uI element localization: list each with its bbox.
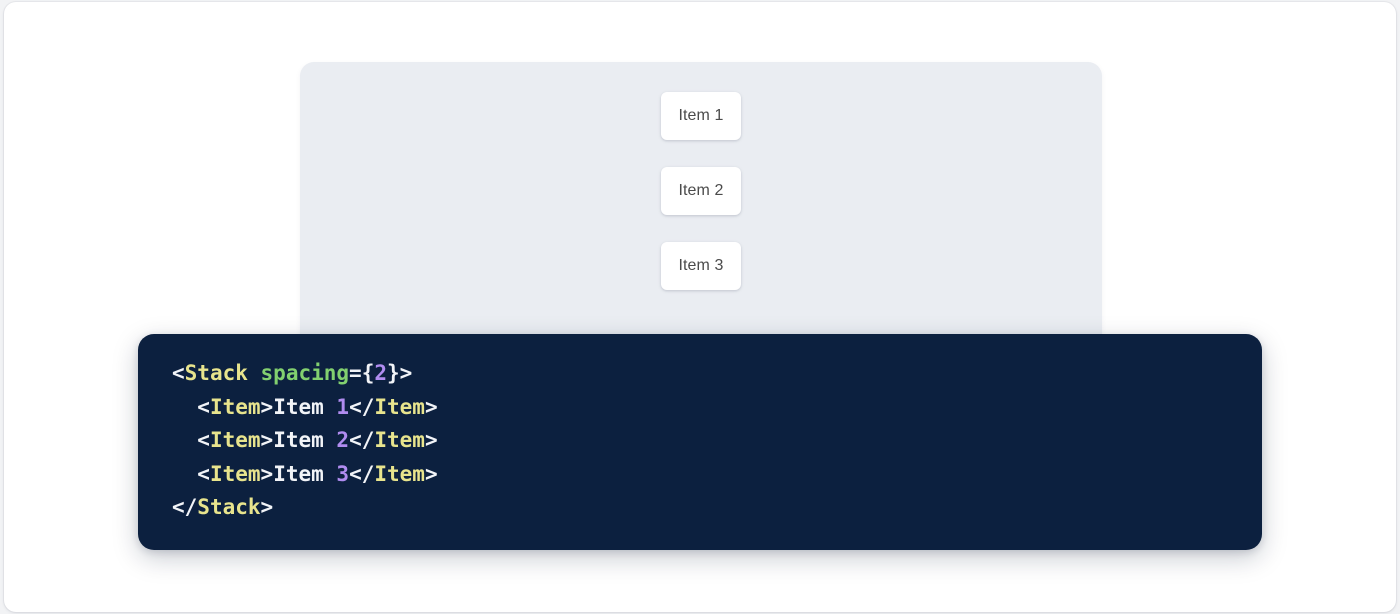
stack-item-card[interactable]: Item 2 — [661, 167, 741, 215]
code-token-punct: > — [424, 394, 438, 419]
code-token-tag: Item — [209, 461, 261, 486]
code-token-text — [248, 361, 261, 385]
code-token-punct: > — [260, 394, 274, 419]
code-token-punct: </ — [349, 428, 375, 453]
stack-item-card[interactable]: Item 1 — [661, 92, 741, 140]
code-token-punct: > — [424, 428, 438, 453]
code-token-attr: spacing — [260, 361, 350, 385]
code-token-punct: < — [197, 428, 210, 453]
code-line: <Item>Item 2</Item> — [172, 424, 438, 458]
stack-container: Item 1 Item 2 Item 3 — [300, 92, 1102, 290]
code-token-text: Item — [273, 461, 337, 486]
code-token-punct: > — [260, 461, 274, 486]
code-snippet-panel: <Stack spacing={2}> <Item>Item 1</Item> … — [138, 334, 1262, 550]
code-token-num: 2 — [336, 428, 350, 453]
code-token-tag: Item — [374, 461, 425, 486]
code-token-tag: Stack — [197, 495, 261, 520]
code-token-text: Item — [273, 394, 337, 419]
code-token-tag: Item — [209, 394, 261, 419]
code-token-num: 2 — [374, 361, 387, 385]
code-token-punct: </ — [349, 461, 375, 486]
code-token-punct: </ — [349, 394, 375, 419]
code-token-punct: < — [197, 394, 210, 419]
code-token-punct: </ — [172, 495, 198, 520]
code-token-tag: Item — [209, 428, 261, 453]
stack-item-card[interactable]: Item 3 — [661, 242, 741, 290]
code-token-tag: Stack — [184, 361, 248, 385]
code-token-punct: < — [197, 461, 210, 486]
code-token-num: 3 — [336, 461, 350, 486]
code-block[interactable]: <Stack spacing={2}> <Item>Item 1</Item> … — [172, 357, 438, 525]
code-token-punct: > — [424, 461, 438, 486]
stack-preview-surface: Item 1 Item 2 Item 3 — [300, 62, 1102, 362]
stack-item-label: Item 2 — [678, 182, 724, 199]
code-token-punct: }> — [387, 361, 413, 385]
code-line: <Item>Item 3</Item> — [172, 458, 438, 492]
code-line: </Stack> — [172, 491, 438, 525]
code-line: <Item>Item 1</Item> — [172, 391, 438, 425]
code-token-num: 1 — [336, 394, 350, 419]
code-line: <Stack spacing={2}> — [172, 357, 438, 391]
code-token-punct: < — [172, 361, 185, 385]
code-token-tag: Item — [374, 428, 425, 453]
stack-item-label: Item 3 — [678, 257, 724, 274]
stack-item-label: Item 1 — [678, 107, 724, 124]
code-token-punct: > — [260, 495, 274, 520]
code-token-punct: > — [260, 428, 274, 453]
code-token-punct: ={ — [349, 361, 375, 385]
code-token-text: Item — [273, 428, 337, 453]
code-token-tag: Item — [374, 394, 425, 419]
